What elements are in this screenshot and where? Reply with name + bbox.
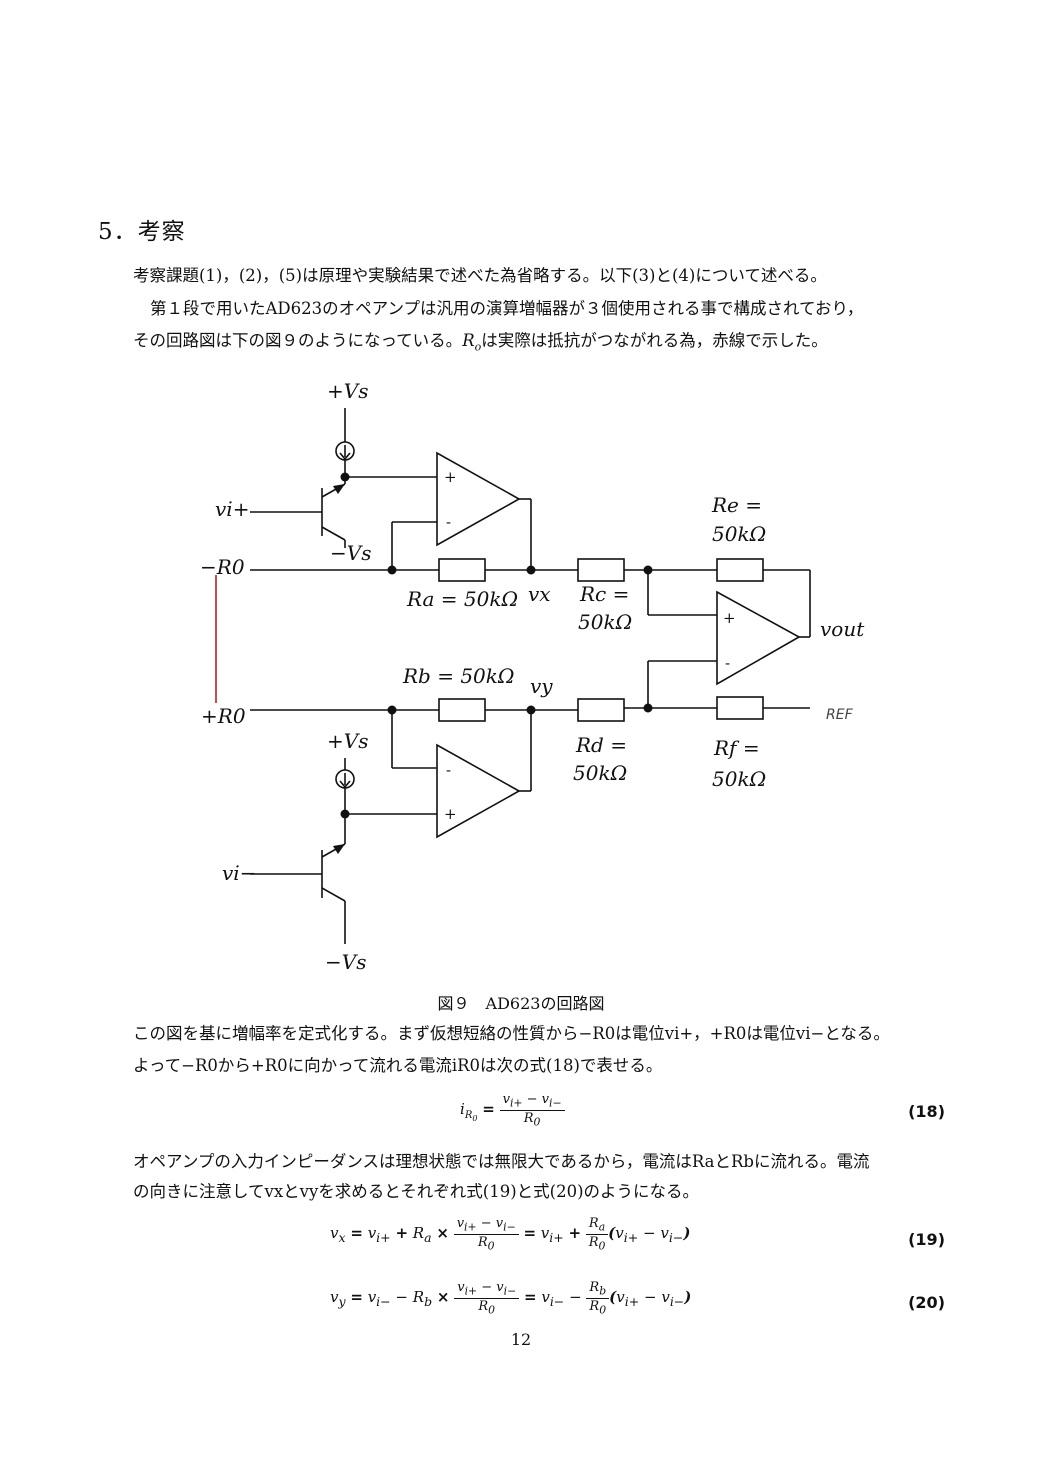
label-ref: REF bbox=[826, 707, 854, 723]
label-vy: vy bbox=[530, 674, 553, 698]
paragraph-7: の向きに注意してvxとvyを求めるとそれぞれ式(19)と式(20)のようになる。 bbox=[133, 1182, 700, 1201]
paragraph-6: オペアンプの入力インピーダンスは理想状態では無限大であるから，電流はRaとRbに… bbox=[133, 1152, 870, 1171]
label-plus-vs-bottom: +Vs bbox=[327, 729, 368, 753]
paragraph-4: この図を基に増幅率を定式化する。まず仮想短絡の性質から−R0は電位vi+，+R0… bbox=[133, 1024, 890, 1043]
opamp-out-minus: - bbox=[725, 654, 730, 672]
opamp-top-plus: + bbox=[444, 468, 457, 486]
paragraph-2: 第１段で用いたAD623のオペアンプは汎用の演算増幅器が３個使用される事で構成さ… bbox=[150, 299, 864, 318]
opamp-bottom-minus: - bbox=[446, 761, 451, 779]
equation-18: iR0 = vi+ − vi−R0 bbox=[460, 1092, 565, 1128]
label-minus-vs-bottom: −Vs bbox=[325, 950, 366, 974]
equation-19-number: (19) bbox=[908, 1230, 945, 1249]
equation-18-number: (18) bbox=[908, 1102, 945, 1121]
label-ra: Ra = 50kΩ bbox=[406, 587, 518, 611]
opamp-out-plus: + bbox=[723, 609, 736, 627]
equation-20-number: (20) bbox=[908, 1293, 945, 1312]
label-rb: Rb = 50kΩ bbox=[402, 664, 514, 688]
label-plus-vs-top: +Vs bbox=[327, 379, 368, 403]
label-vout: vout bbox=[820, 617, 865, 641]
page-number: 12 bbox=[510, 1330, 532, 1349]
paragraph-3: その回路図は下の図９のようになっている。Roは実際は抵抗がつながれる為，赤線で示… bbox=[133, 329, 828, 359]
paragraph-3-part-b: は実際は抵抗がつながれる為，赤線で示した。 bbox=[481, 331, 828, 350]
r0-inline: Ro bbox=[462, 331, 482, 354]
label-rf-1: Rf = bbox=[713, 736, 760, 760]
label-minus-r0: −R0 bbox=[200, 555, 245, 579]
label-plus-r0: +R0 bbox=[201, 704, 246, 728]
label-rc-2: 50kΩ bbox=[578, 610, 632, 634]
ad623-circuit-diagram: +Vs −Vs vi+ −R0 +R0 Ra = 50kΩ vx Rc = 50… bbox=[200, 379, 865, 974]
label-minus-vs-top: −Vs bbox=[330, 541, 371, 565]
label-re-1: Re = bbox=[711, 493, 762, 517]
label-re-2: 50kΩ bbox=[712, 522, 766, 546]
label-rc-1: Rc = bbox=[579, 582, 629, 606]
opamp-bottom-plus: + bbox=[444, 805, 457, 823]
paragraph-3-part-a: その回路図は下の図９のようになっている。 bbox=[133, 331, 463, 350]
opamp-top-minus: - bbox=[446, 513, 451, 531]
label-rd-1: Rd = bbox=[575, 733, 627, 757]
label-rd-2: 50kΩ bbox=[573, 761, 627, 785]
paragraph-5: よって−R0から+R0に向かって流れる電流iR0は次の式(18)で表せる。 bbox=[133, 1056, 663, 1075]
paragraph-1: 考察課題(1)，(2)，(5)は原理や実験結果で述べた為省略する。以下(3)と(… bbox=[133, 266, 827, 285]
section-heading: 5．考察 bbox=[98, 219, 186, 245]
label-vi-minus: vi− bbox=[222, 861, 256, 885]
label-rf-2: 50kΩ bbox=[712, 767, 766, 791]
figure-caption: 図９ AD623の回路図 bbox=[437, 994, 605, 1013]
label-vx: vx bbox=[528, 582, 551, 606]
label-vi-plus: vi+ bbox=[215, 497, 249, 521]
